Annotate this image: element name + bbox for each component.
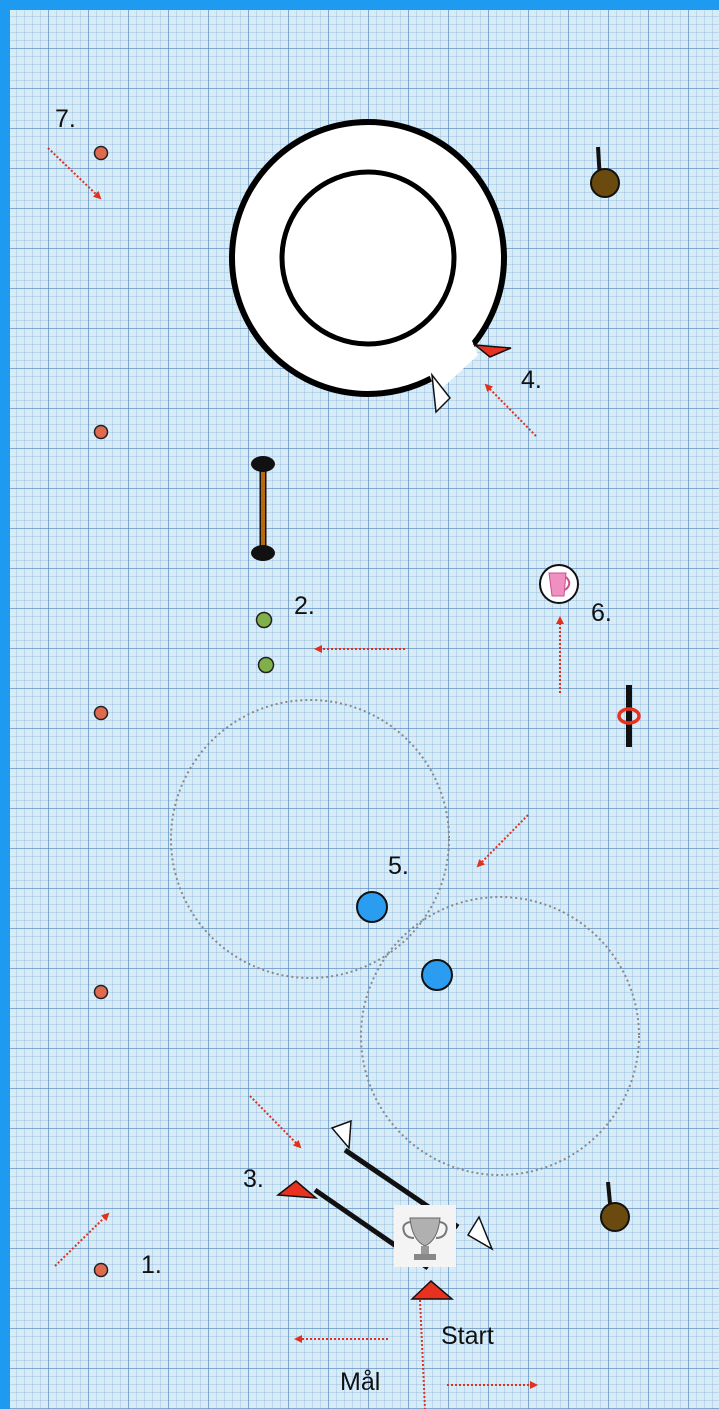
- trophy-icon: [394, 1205, 456, 1267]
- step-4-label: 4.: [521, 366, 542, 394]
- dotted-circle-upper: [171, 700, 449, 978]
- finish-label: Mål: [340, 1368, 380, 1396]
- step-5-label: 5.: [388, 852, 409, 880]
- pitcher-icon: [540, 565, 578, 603]
- pylon: [95, 986, 108, 999]
- step-7-label: 7.: [55, 105, 76, 133]
- arrow-step3: [250, 1096, 300, 1147]
- white-flag-bridge-exit: [468, 1217, 492, 1249]
- blue-marker: [357, 892, 387, 922]
- post-bottom-right: [601, 1182, 629, 1231]
- dotted-circle-lower: [361, 897, 639, 1175]
- arrow-step7: [48, 148, 100, 198]
- green-marker: [259, 658, 274, 673]
- arrow-step5: [478, 815, 528, 866]
- red-flag-ring-entry: [475, 345, 511, 357]
- step-6-label: 6.: [591, 599, 612, 627]
- double-ring-obstacle: [232, 122, 504, 394]
- pylon-bottom: [95, 1264, 108, 1277]
- step-1-label: 1.: [141, 1251, 162, 1279]
- start-line: [420, 1300, 425, 1409]
- white-flag-bridge-top: [332, 1121, 351, 1148]
- pylon: [95, 426, 108, 439]
- pylon-top: [95, 147, 108, 160]
- red-flag-bridge-entry: [278, 1181, 316, 1198]
- step-2-label: 2.: [294, 592, 315, 620]
- arrow-step1: [55, 1214, 108, 1266]
- blue-marker: [422, 960, 452, 990]
- pylon: [95, 707, 108, 720]
- red-flag-start: [412, 1281, 452, 1299]
- bar-obstacle: [251, 456, 275, 561]
- ring-gate-obstacle: [619, 685, 639, 747]
- step-3-label: 3.: [243, 1165, 264, 1193]
- start-label: Start: [441, 1322, 494, 1350]
- post-top-right: [591, 147, 619, 197]
- green-marker: [257, 613, 272, 628]
